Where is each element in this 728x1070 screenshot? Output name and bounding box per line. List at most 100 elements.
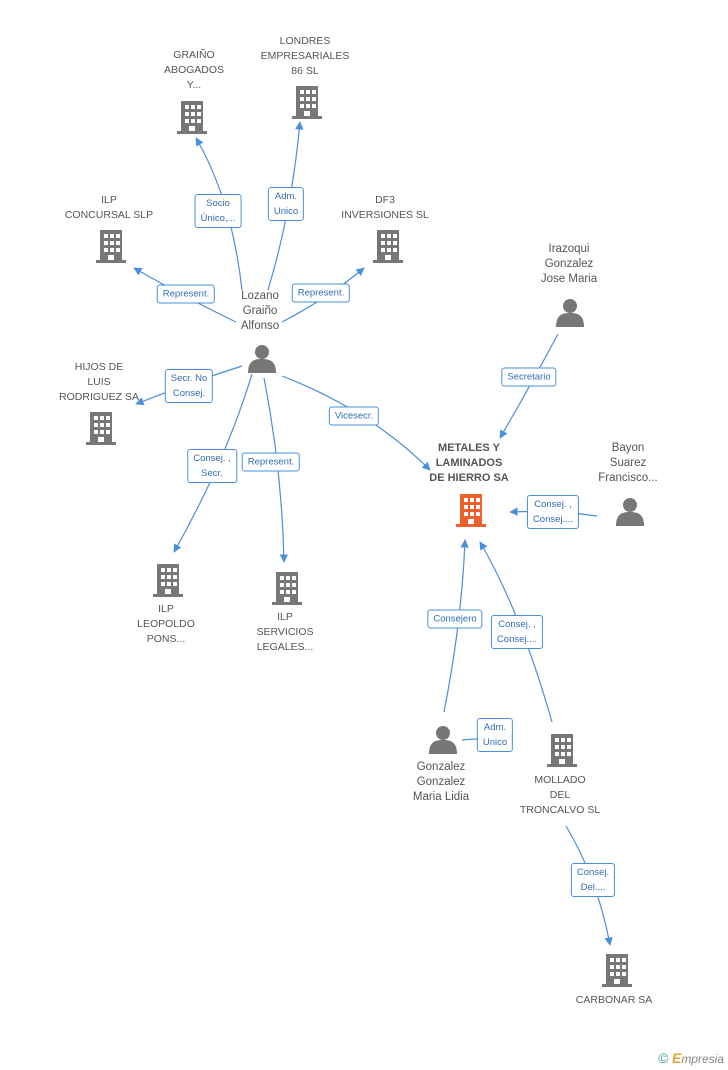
edge-label-secretario[interactable]: Secretario <box>501 367 557 387</box>
building-icon-hijos <box>86 412 116 445</box>
node-label-line: DE HIERRO SA <box>429 472 509 484</box>
building-icon-ilp-servicios <box>272 572 302 605</box>
edge-label-represent-ilp-concursal[interactable]: Represent. <box>156 284 216 304</box>
edge-label-line: Represent. <box>162 288 210 300</box>
node-label-line: Gonzalez <box>416 761 466 773</box>
edge-label-represent-ilp-servicios[interactable]: Represent. <box>241 452 301 472</box>
edge-label-line: Secretario <box>507 371 551 383</box>
node-label-line: Alfonso <box>240 320 280 332</box>
edge-label-represent-df3[interactable]: Represent. <box>291 283 351 303</box>
edge-label-adm-unico-mollado[interactable]: Adm.Unico <box>476 718 514 752</box>
node-label-line: RODRIGUEZ SA <box>59 391 139 403</box>
node-label-line: LEGALES... <box>256 641 314 653</box>
node-label-hijos[interactable]: HIJOS DE LUIS RODRIGUEZ SA <box>59 360 139 405</box>
building-icon-df3 <box>373 230 403 263</box>
node-label-line: GRAIÑO <box>173 49 215 61</box>
node-label-londres[interactable]: LONDRES EMPRESARIALES 86 SL <box>261 34 350 79</box>
node-label-line: LUIS <box>87 376 111 388</box>
node-label-line: DEL <box>549 789 571 801</box>
node-label-graino[interactable]: GRAIÑO ABOGADOS Y... <box>164 48 224 93</box>
node-label-line: SERVICIOS <box>256 626 314 638</box>
node-label-line: Gonzalez <box>544 258 594 270</box>
edge-label-line: Vicesecr. <box>334 410 374 422</box>
node-label-line: Y... <box>186 79 202 91</box>
edge-label-adm-unico-londres[interactable]: Adm. Unico <box>267 187 305 221</box>
edge-label-line: Secr. No <box>170 373 208 384</box>
node-label-metales[interactable]: METALES Y LAMINADOS DE HIERRO SA <box>429 441 508 486</box>
node-label-ilp-servicios[interactable]: ILP SERVICIOS LEGALES... <box>257 610 314 655</box>
node-label-ilp-concursal[interactable]: ILP CONCURSAL SLP <box>65 193 153 223</box>
node-label-line: Suarez <box>609 457 647 469</box>
building-icon-carbonar <box>602 954 632 987</box>
node-label-mollado[interactable]: MOLLADO DEL TRONCALVO SL <box>520 773 600 818</box>
building-icon-ilp-concursal <box>96 230 126 263</box>
edge-label-line: Adm. <box>274 191 298 202</box>
edge-label-line: Consejero <box>433 613 477 625</box>
edge-label-line: Socio <box>206 198 230 209</box>
brand-name: mpresia <box>681 1052 724 1066</box>
brand-logo: © Empresia <box>658 1050 724 1066</box>
edge-label-consej-del[interactable]: Consej. Del.... <box>570 863 616 897</box>
node-label-line: INVERSIONES SL <box>341 209 429 221</box>
building-icon-londres <box>292 86 322 119</box>
node-label-line: PONS... <box>146 633 186 645</box>
edge-label-line: Secr. <box>201 468 223 479</box>
edge-label-line: Único,... <box>200 213 236 224</box>
node-label-line: MOLLADO <box>534 774 586 786</box>
edge-label-line: Represent. <box>247 456 295 468</box>
node-label-line: HIJOS DE <box>74 361 124 373</box>
node-label-line: LAMINADOS <box>435 457 503 469</box>
building-icon-mollado <box>547 734 577 767</box>
copyright-symbol: © <box>658 1050 669 1066</box>
node-label-line: Graiño <box>242 305 278 317</box>
node-label-line: Lozano <box>241 290 279 302</box>
node-label-line: ILP <box>101 194 117 206</box>
node-label-line: CONCURSAL SLP <box>64 209 154 221</box>
edge-label-consej-mollado[interactable]: Consej. ,Consej.... <box>490 615 544 649</box>
edge-label-line: Consej. <box>576 867 610 878</box>
node-label-line: Francisco... <box>598 472 658 484</box>
edge-label-line: Adm. <box>483 722 507 733</box>
person-icon-lozano <box>248 345 276 373</box>
edge-label-line: Consej.... <box>532 514 574 525</box>
edge-label-line: Unico <box>273 206 299 217</box>
edge-label-consejero[interactable]: Consejero <box>427 609 483 629</box>
node-label-line: ILP <box>158 603 174 615</box>
edge-label-line: Consej. <box>172 388 206 399</box>
node-label-line: DF3 <box>375 194 395 206</box>
edge-label-consej-secr[interactable]: Consej. , Secr. <box>187 449 237 483</box>
edge-label-line: Consej. , <box>193 453 231 464</box>
edge-line-irazoqui-metales <box>499 333 559 439</box>
building-icon-metales <box>456 494 486 527</box>
node-label-line: Maria Lidia <box>412 791 470 803</box>
node-label-line: ABOGADOS <box>163 64 225 76</box>
node-label-line: Irazoqui <box>548 243 590 255</box>
node-label-line: LONDRES <box>279 35 331 47</box>
building-icon-ilp-leopoldo <box>153 564 183 597</box>
edge-label-vicesecr[interactable]: Vicesecr. <box>328 406 380 426</box>
edge-label-line: Consej.... <box>496 634 538 645</box>
edge-label-secr-no-consej[interactable]: Secr. No Consej. <box>164 369 214 403</box>
node-label-line: METALES Y <box>438 442 500 454</box>
edge-label-consej-bayon[interactable]: Consej. ,Consej.... <box>526 495 580 529</box>
person-icon-bayon <box>616 498 644 526</box>
person-icon-gonzalez <box>429 726 457 754</box>
node-label-line: TRONCALVO SL <box>519 804 601 816</box>
node-label-line: ILP <box>277 611 293 623</box>
brand-initial: E <box>671 1050 682 1066</box>
node-label-line: Gonzalez <box>416 776 466 788</box>
node-label-line: EMPRESARIALES <box>260 50 350 62</box>
node-label-line: 86 SL <box>291 65 319 77</box>
edge-label-line: Del.... <box>580 882 606 893</box>
node-label-carbonar[interactable]: CARBONAR SA <box>576 993 652 1008</box>
node-label-line: CARBONAR SA <box>575 994 653 1006</box>
node-label-line: Jose Maria <box>540 273 598 285</box>
